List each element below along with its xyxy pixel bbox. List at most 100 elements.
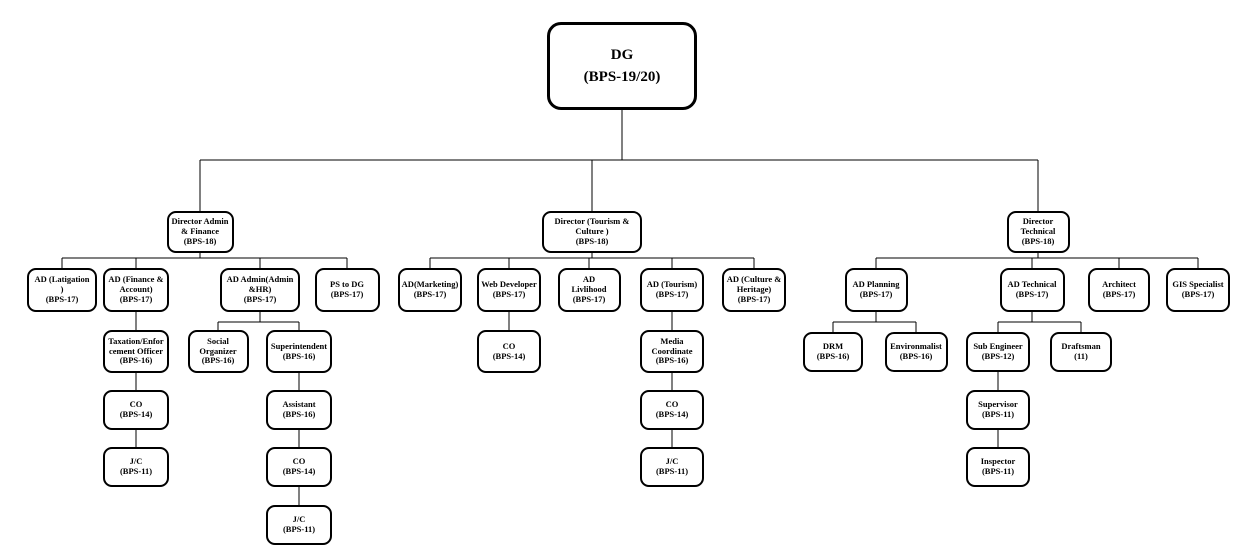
org-node-co-webdev: CO(BPS-14) <box>477 330 541 373</box>
node-label-line: (BPS-17) <box>243 293 277 304</box>
org-node-draftsman: Draftsman(11) <box>1050 332 1112 372</box>
org-node-ad-planning: AD Planning(BPS-17) <box>844 268 908 312</box>
node-label-line: Social <box>207 335 229 346</box>
node-label-line: Taxation/Enfor <box>108 335 164 346</box>
node-label-line: Account) <box>119 284 153 295</box>
node-label-line: (BPS-17) <box>572 293 606 304</box>
node-label-line: J/C <box>129 456 143 467</box>
org-node-ad-culture: AD (Culture &Heritage)(BPS-17) <box>722 268 786 312</box>
node-label-line: Architect <box>1102 279 1136 290</box>
org-node-sub-engineer: Sub Engineer(BPS-12) <box>966 332 1030 372</box>
node-label-line: AD Admin(Admin <box>226 274 294 285</box>
org-node-drm: DRM(BPS-16) <box>803 332 863 372</box>
node-label-line: (BPS-17) <box>45 293 79 304</box>
node-label-line: Director Admin <box>171 216 229 227</box>
node-label-line: Draftsman <box>1061 341 1101 352</box>
org-node-ad-marketing: AD(Marketing)(BPS-17) <box>398 268 462 312</box>
node-label-line: (BPS-17) <box>1015 289 1049 299</box>
node-label-line: (BPS-14) <box>119 409 153 419</box>
node-label-line: AD (Finance & <box>108 274 164 285</box>
node-label-line: Livlihood <box>571 284 607 295</box>
org-node-jc-media: J/C(BPS-11) <box>640 447 704 487</box>
org-node-architect: Architect(BPS-17) <box>1088 268 1150 312</box>
org-node-jc-superintendent: J/C(BPS-11) <box>266 505 332 545</box>
node-label-line: Sub Engineer <box>973 341 1023 352</box>
node-label-line: Director (Tourism & <box>554 216 630 227</box>
node-label-line: (BPS-17) <box>330 289 364 299</box>
node-label-line: PS to DG <box>330 279 364 290</box>
node-label-line: (BPS-11) <box>282 524 316 534</box>
org-node-dir-tourism: Director (Tourism &Culture )(BPS-18) <box>542 211 642 253</box>
node-label-line: (BPS-16) <box>282 409 316 419</box>
node-label-line: Supervisor <box>978 399 1018 410</box>
node-label-line: DRM <box>822 341 844 352</box>
node-label-line: Technical <box>1020 226 1056 237</box>
node-label-line: & Finance <box>180 226 219 237</box>
node-label-line: Inspector <box>980 456 1016 467</box>
org-node-ad-tourism: AD (Tourism)(BPS-17) <box>640 268 704 312</box>
node-label-line: CO <box>129 399 143 410</box>
node-label-line: (BPS-17) <box>119 293 153 304</box>
node-label-line: (BPS-18) <box>1021 235 1055 246</box>
node-label-line: (BPS-12) <box>981 351 1015 361</box>
org-node-supervisor: Supervisor(BPS-11) <box>966 390 1030 430</box>
node-label-line: Culture ) <box>575 226 609 237</box>
node-label-line: (BPS-18) <box>183 235 217 246</box>
node-label-line: (BPS-14) <box>492 350 526 361</box>
node-label-line: (BPS-14) <box>655 409 689 419</box>
node-label-line: Web Developer <box>481 279 537 290</box>
org-node-web-developer: Web Developer(BPS-17) <box>477 268 541 312</box>
node-label-line: &HR) <box>248 284 272 295</box>
org-node-co-media: CO(BPS-14) <box>640 390 704 430</box>
org-node-assistant: Assistant(BPS-16) <box>266 390 332 430</box>
node-label-line: (BPS-11) <box>655 466 689 476</box>
node-label-line: J/C <box>665 456 679 467</box>
node-label-line: Superintendent <box>270 340 328 351</box>
node-label-line: (BPS-17) <box>1102 289 1136 299</box>
org-node-ad-finance: AD (Finance &Account)(BPS-17) <box>103 268 169 312</box>
node-label-line: CO <box>502 340 516 351</box>
node-label-line: (BPS-11) <box>981 409 1015 419</box>
node-label-line: Environmalist <box>890 341 942 352</box>
node-label-line: cement Officer <box>108 345 164 356</box>
node-label-line: (BPS-11) <box>981 466 1015 476</box>
org-node-superintendent: Superintendent(BPS-16) <box>266 330 332 373</box>
org-node-dir-admin: Director Admin& Finance(BPS-18) <box>166 211 234 253</box>
org-node-ad-technical: AD Technical(BPS-17) <box>999 268 1065 312</box>
org-node-gis-specialist: GIS Specialist(BPS-17) <box>1166 268 1230 312</box>
node-label-line: (BPS-18) <box>575 235 609 246</box>
node-label-line: (BPS-17) <box>737 293 771 304</box>
node-label-line: AD Technical <box>1007 279 1057 290</box>
org-node-inspector: Inspector(BPS-11) <box>966 447 1030 487</box>
node-label-line: (BPS-17) <box>492 289 526 299</box>
node-label-line: (BPS-14) <box>282 466 316 476</box>
node-label-line: Coordinate <box>651 345 693 356</box>
node-label-line: (BPS-16) <box>119 355 153 366</box>
node-label-line: Organizer <box>199 345 237 356</box>
org-node-ad-admin-hr: AD Admin(Admin&HR)(BPS-17) <box>220 268 300 312</box>
node-label-line: GIS Specialist <box>1172 279 1224 290</box>
org-node-co-assistant: CO(BPS-14) <box>266 447 332 487</box>
node-label-line: (BPS-16) <box>899 351 933 361</box>
org-node-co-taxation: CO(BPS-14) <box>103 390 169 430</box>
node-label-line: Director <box>1022 216 1054 227</box>
node-label-line: (BPS-17) <box>413 289 447 299</box>
node-label-line: J/C <box>292 514 306 525</box>
node-label-line: Heritage) <box>736 284 772 295</box>
node-label-line: Assistant <box>282 399 316 410</box>
node-label-line: (BPS-16) <box>816 351 850 361</box>
node-label-line: CO <box>665 399 679 410</box>
node-label-line: AD Planning <box>852 279 900 290</box>
node-label-line: AD (Culture & <box>726 274 782 285</box>
node-label-line: CO <box>292 456 306 467</box>
org-node-dg: DG(BPS-19/20) <box>547 22 697 110</box>
node-label-line: (BPS-17) <box>655 289 689 299</box>
org-node-jc-taxation: J/C(BPS-11) <box>103 447 169 487</box>
